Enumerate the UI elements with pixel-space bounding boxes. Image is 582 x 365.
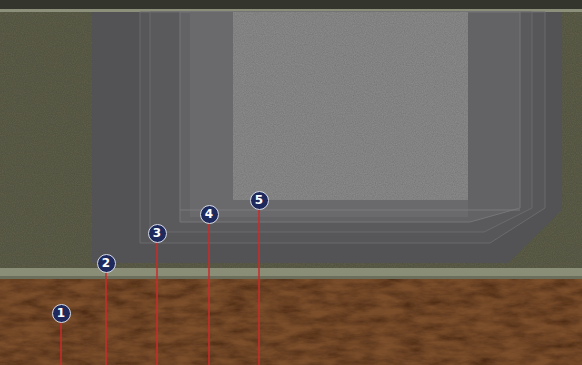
- concrete-core: [233, 12, 468, 200]
- leader-line: [208, 223, 210, 365]
- soil: [0, 279, 582, 365]
- membrane-edge: [0, 276, 582, 279]
- leader-line: [258, 209, 260, 365]
- third-layer: [150, 12, 532, 232]
- callout-number: 5: [250, 191, 269, 210]
- backfill: [0, 0, 582, 280]
- layer-line: [180, 210, 520, 211]
- leader-lines: [61, 209, 259, 365]
- fourth-layer: [180, 12, 520, 222]
- leader-line: [156, 242, 158, 365]
- membrane-band: [0, 268, 582, 277]
- leader-line: [60, 322, 62, 365]
- second-layer: [140, 12, 545, 243]
- leader-line: [105, 272, 107, 365]
- outer-layer: [92, 12, 562, 263]
- top-slab: [0, 0, 582, 10]
- callout-number: 3: [148, 224, 167, 243]
- inner-frame: [190, 12, 468, 217]
- callout-number: 2: [97, 254, 116, 273]
- callout-number: 4: [200, 205, 219, 224]
- callout-number: 1: [52, 304, 71, 323]
